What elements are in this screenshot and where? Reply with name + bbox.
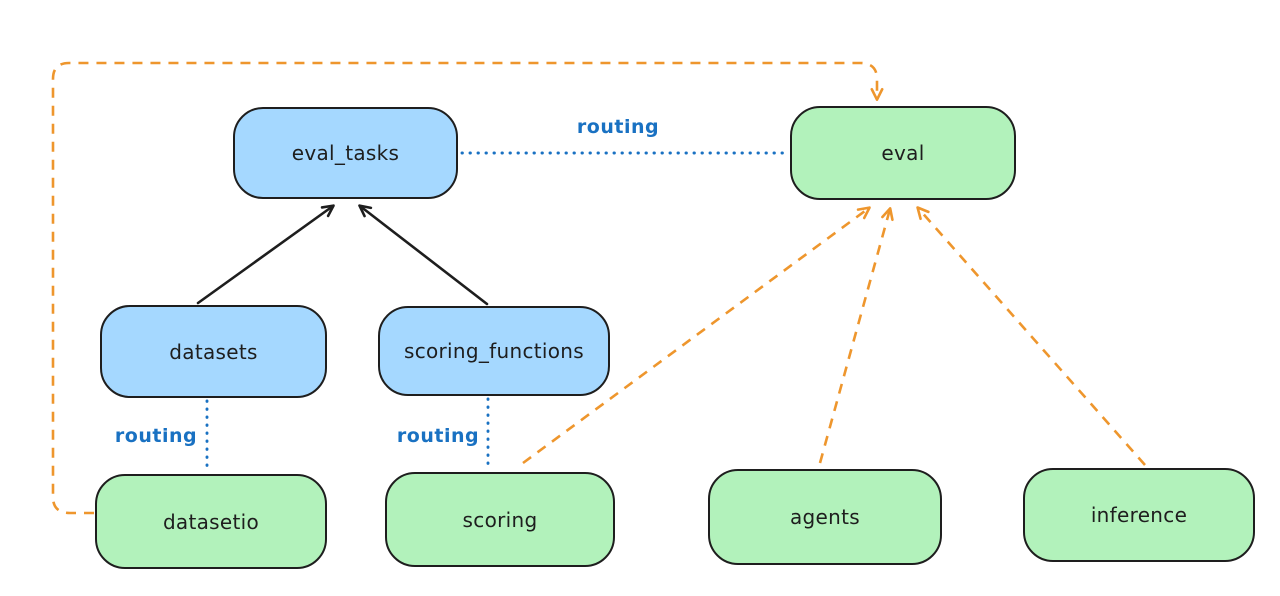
node-agents-label: agents <box>790 505 860 529</box>
node-inference-label: inference <box>1090 503 1188 527</box>
node-datasetio: datasetio <box>95 474 327 569</box>
node-eval-tasks: eval_tasks <box>233 107 458 199</box>
node-scoring-label: scoring <box>462 507 538 532</box>
node-scoring-functions: scoring_functions <box>378 306 610 396</box>
node-datasets-label: datasets <box>169 339 258 364</box>
node-datasetio-label: datasetio <box>162 509 260 534</box>
edge-datasets-to-eval-tasks <box>196 204 335 305</box>
node-agents: agents <box>708 469 942 565</box>
edge-label-routing-datasets-datasetio: routing <box>114 425 198 447</box>
edge-agents-to-eval <box>818 207 894 464</box>
node-scoring-functions-label: scoring_functions <box>403 339 585 363</box>
edge-inference-to-eval <box>916 206 1146 466</box>
node-eval-label: eval <box>881 141 925 165</box>
edge-scoring-functions-to-eval-tasks <box>358 204 489 306</box>
edge-label-routing-scoring-functions-scoring: routing <box>396 425 480 447</box>
node-datasets: datasets <box>100 305 327 398</box>
node-scoring: scoring <box>385 472 615 567</box>
edge-label-routing-eval-tasks-eval: routing <box>576 116 660 138</box>
node-eval-tasks-label: eval_tasks <box>291 141 400 165</box>
node-eval: eval <box>790 106 1016 200</box>
node-inference: inference <box>1023 468 1255 562</box>
